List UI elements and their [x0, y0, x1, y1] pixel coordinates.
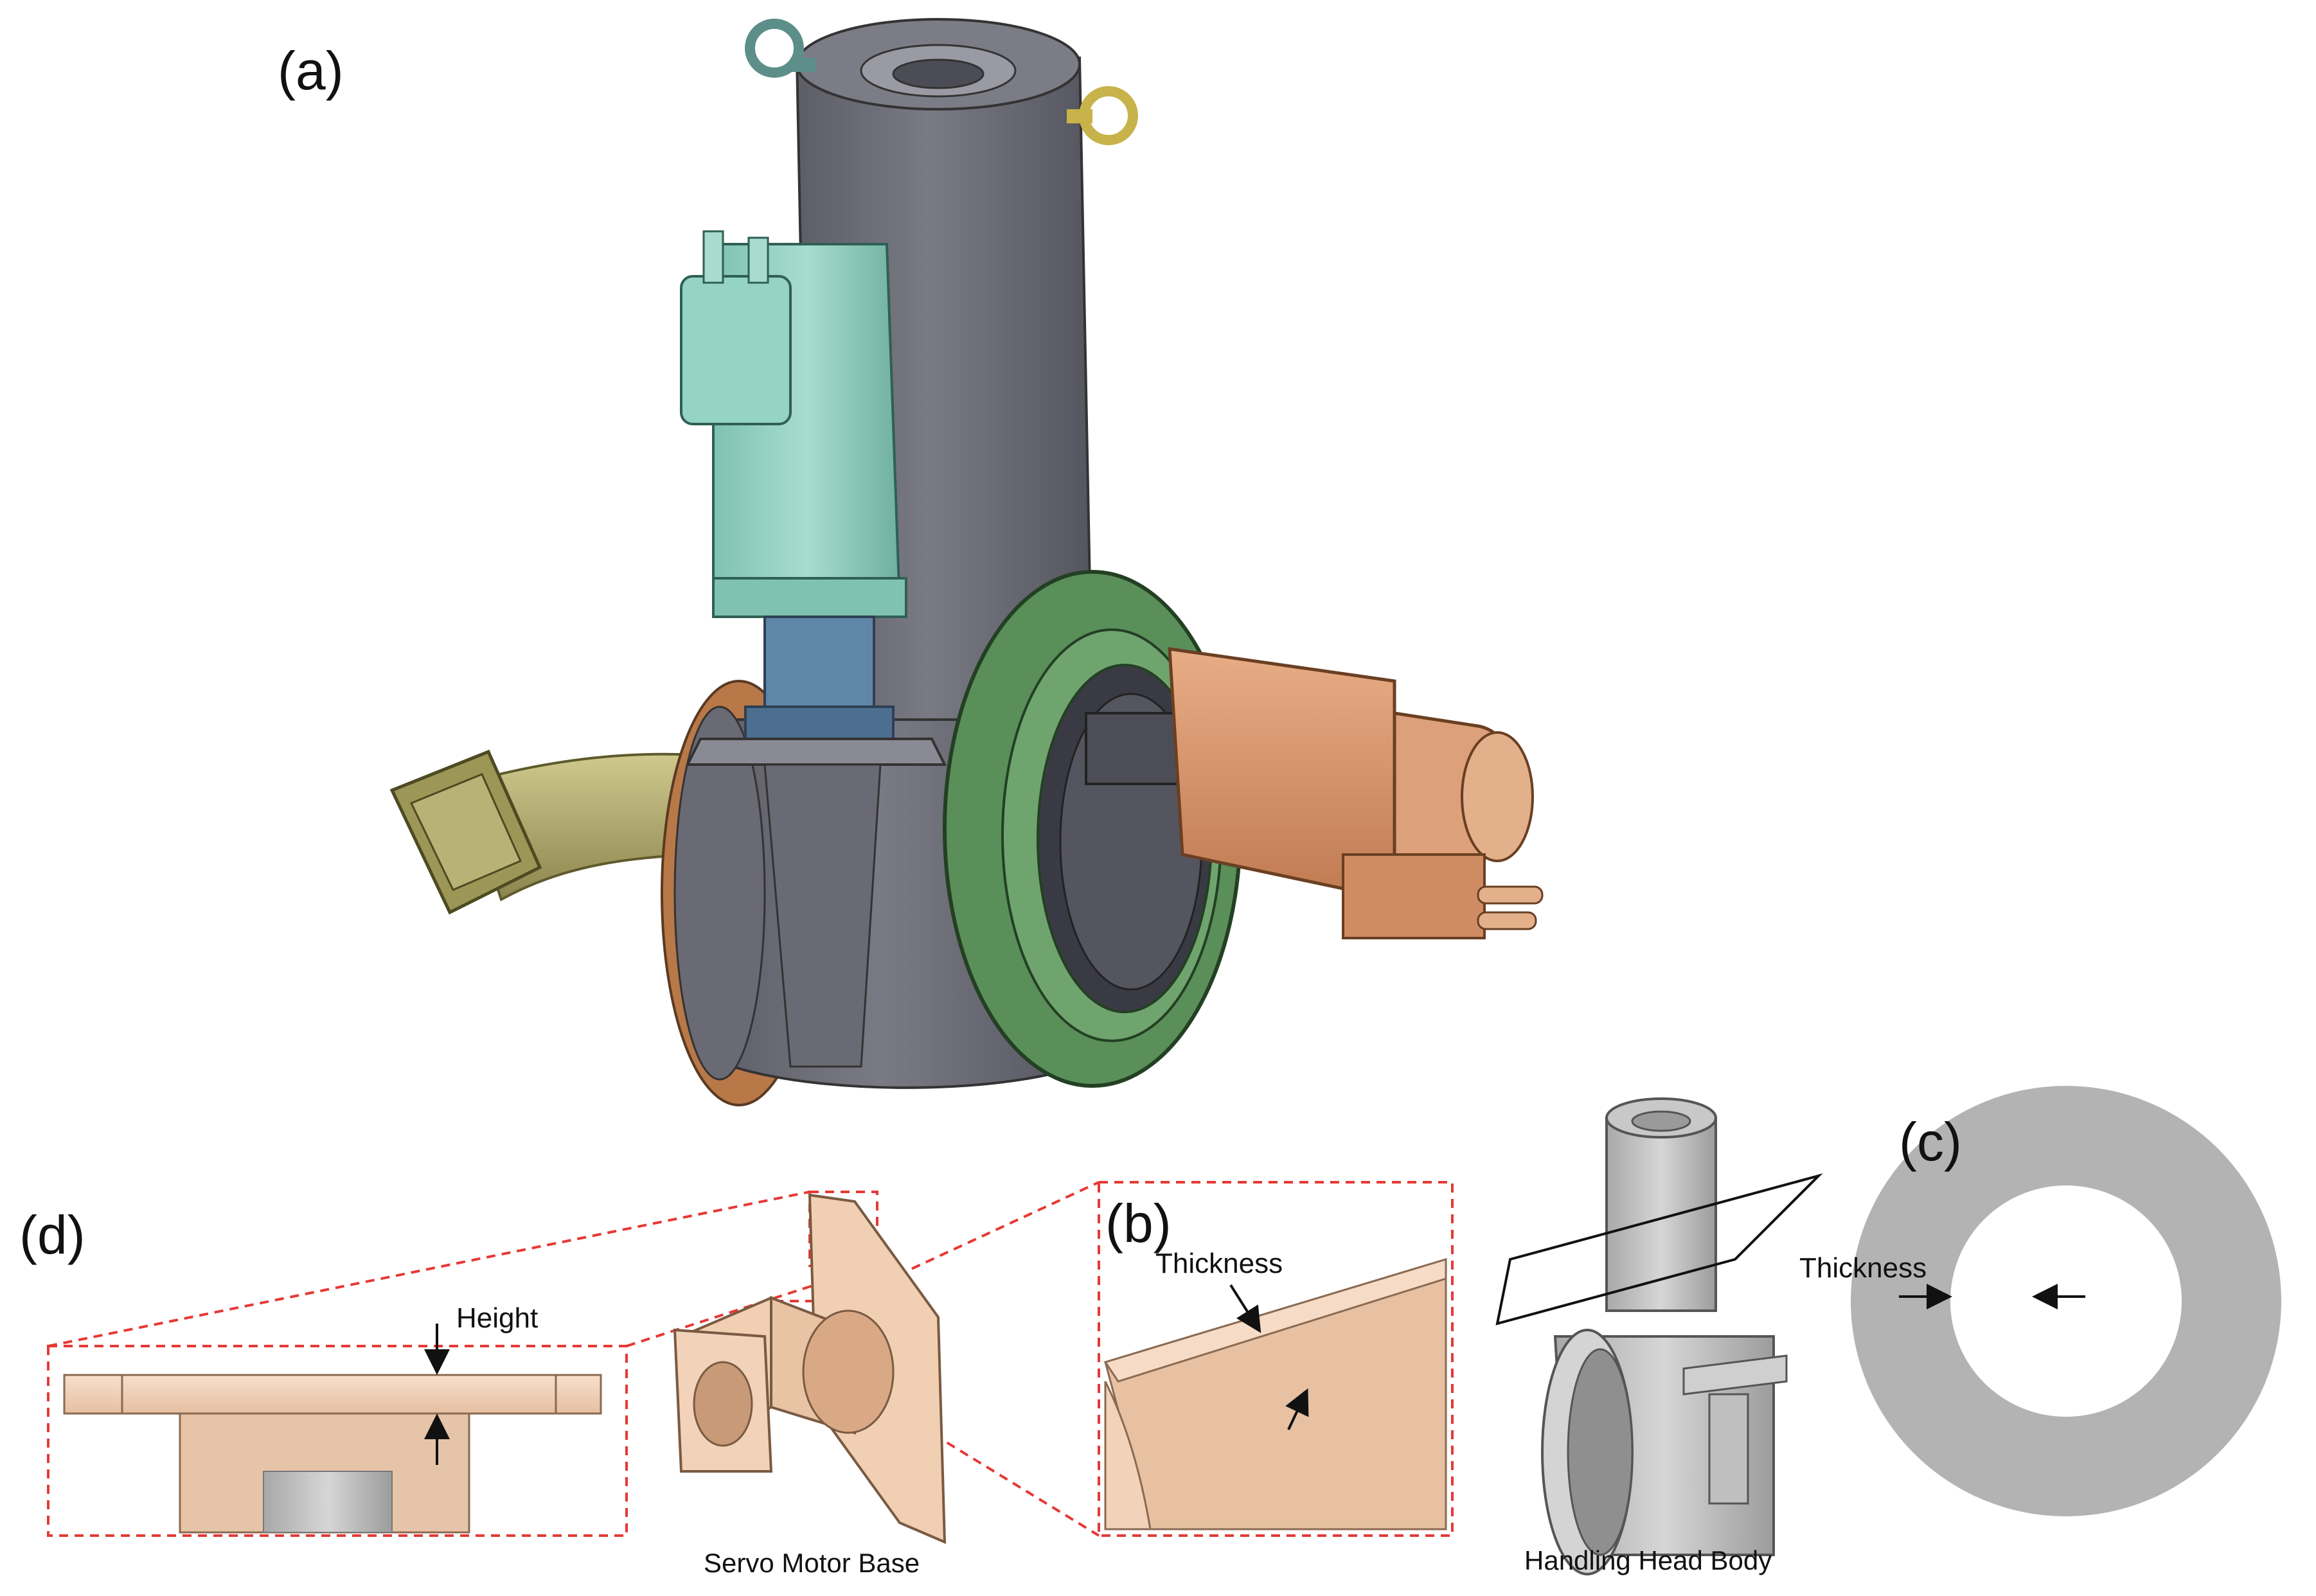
ring-cross-section	[1851, 1086, 2281, 1516]
panel-d-label: (d)	[19, 1205, 85, 1265]
height-zoom-detail	[63, 1374, 602, 1534]
servo-motor-base-part	[673, 1193, 947, 1545]
height-annotation: Height	[456, 1302, 539, 1334]
lifting-eye-left	[745, 19, 816, 78]
height-zoom-frame	[47, 1345, 628, 1537]
thickness-c-annotation: Thickness	[1799, 1252, 1927, 1284]
panel-b-label: (b)	[1105, 1193, 1171, 1254]
servo-motor-base-caption: Servo Motor Base	[704, 1548, 920, 1578]
handling-head-body-caption: Handling Head Body	[1524, 1545, 1772, 1575]
handling-head-assembly	[389, 18, 1544, 1106]
lifting-eye-right	[1067, 86, 1138, 145]
horizontal-servo-motor	[1085, 647, 1544, 939]
thickness-b-arrows	[1229, 1284, 1309, 1430]
panel-c-label: (c)	[1899, 1112, 1962, 1172]
thickness-zoom-frame	[1098, 1181, 1454, 1537]
thickness-zoom-detail	[1103, 1257, 1447, 1530]
thickness-b-annotation: Thickness	[1155, 1248, 1283, 1279]
handling-head-body-part	[1495, 1097, 1823, 1575]
exhaust-duct	[389, 749, 695, 915]
rotary-flange	[943, 570, 1242, 1088]
panel-a-label: (a)	[278, 40, 344, 101]
vertical-servo-motor	[680, 230, 947, 1068]
